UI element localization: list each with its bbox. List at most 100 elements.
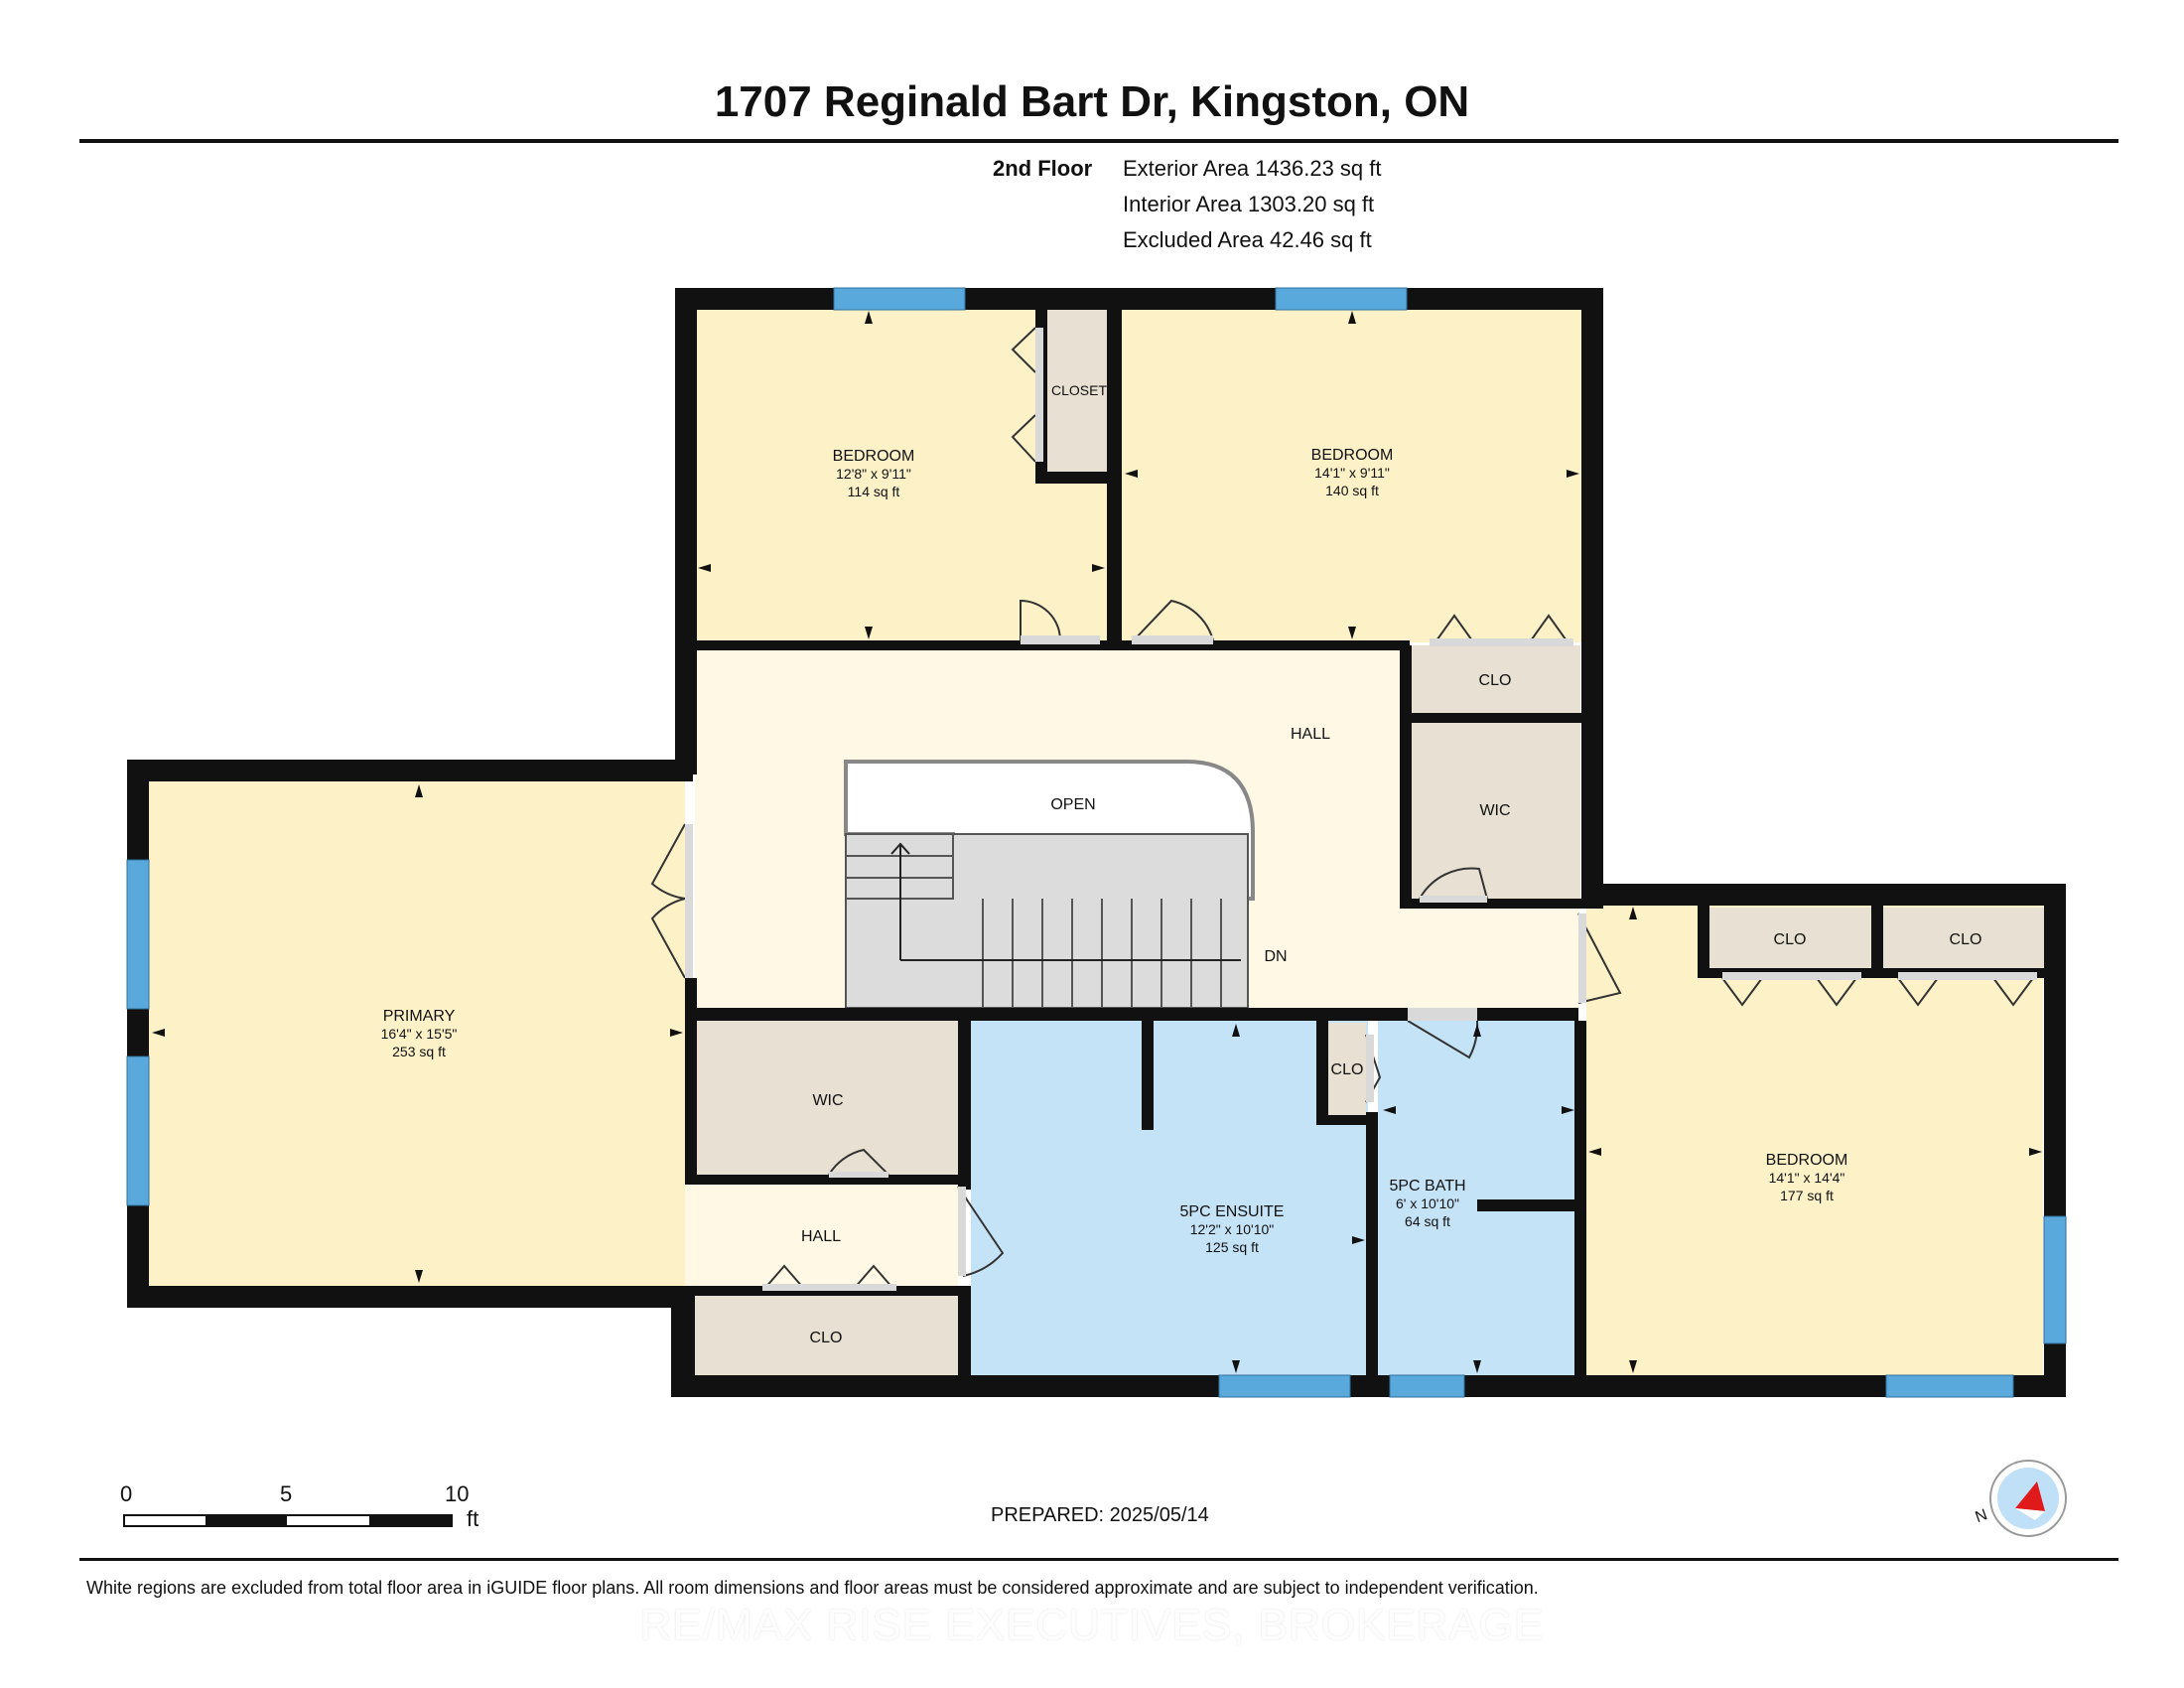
ensuite-name: 5PC ENSUITE (1180, 1203, 1285, 1220)
wall-ensuite-stub (1142, 1021, 1154, 1130)
closet-fill (1047, 308, 1112, 472)
door-clo-right-4 (1992, 977, 2034, 1007)
wall-primary-right (685, 978, 697, 1177)
window-bedroom-b (1275, 287, 1408, 311)
primary-size: 16'4" x 15'5" (381, 1026, 458, 1042)
dimension-markers (152, 311, 2042, 1373)
window-bath (1389, 1374, 1465, 1398)
clo-bottom-fill (695, 1296, 958, 1375)
door-bedroom-c (1577, 913, 1622, 1004)
door-clo-right-3 (1897, 977, 1939, 1007)
bedroom-b-area: 140 sq ft (1325, 483, 1379, 498)
interior-area: Interior Area 1303.20 sq ft (1123, 192, 1375, 216)
wall-bottom (671, 1375, 2066, 1397)
wall-bedrooms-bottom (695, 640, 1410, 650)
wall-bath-right (1574, 1021, 1586, 1378)
bedroom-c-size: 14'1" x 14'4" (1769, 1170, 1845, 1186)
door-clo-bottom-2 (853, 1264, 894, 1290)
room-fills (149, 308, 2047, 1375)
doors (650, 327, 2034, 1290)
door-wic-hall (1419, 867, 1488, 900)
bedroom-a-size: 12'8" x 9'11" (836, 466, 911, 482)
scale-label-5: 5 (280, 1481, 293, 1506)
wall-clo-hall-mid (1400, 713, 1593, 723)
ensuite-fill (971, 1021, 1368, 1375)
compass-north-label: N (1974, 1506, 1990, 1526)
wall-primary-bottom (127, 1286, 695, 1308)
dn-label: DN (1264, 948, 1287, 965)
clo-ensuite-name: CLO (1331, 1061, 1364, 1078)
open-name: OPEN (1050, 796, 1095, 813)
wall-hall-bottom (685, 1008, 1578, 1021)
clo-ensuite-fill (1328, 1023, 1366, 1117)
bedroom-c-area: 177 sq ft (1780, 1188, 1834, 1203)
page-title: 1707 Reginald Bart Dr, Kingston, ON (714, 77, 1470, 126)
wic-primary-fill (695, 1021, 958, 1175)
bedroom-b-size: 14'1" x 9'11" (1314, 465, 1390, 481)
title-divider (79, 139, 2118, 143)
door-wic-primary (828, 1148, 889, 1176)
clo-hall-name: CLO (1479, 672, 1512, 689)
scale-bar (123, 1514, 453, 1527)
clo-right1-fill (1707, 908, 1871, 972)
prepared-date: PREPARED: 2025/05/14 (991, 1504, 1209, 1526)
door-clo-right-1 (1721, 977, 1763, 1007)
wall-ensuite-left (958, 1021, 971, 1190)
brokerage-watermark: RE/MAX RISE EXECUTIVES, BROKERAGE (639, 1601, 1545, 1649)
primary-name: PRIMARY (383, 1008, 456, 1025)
wall-wic-primary-bottom (685, 1175, 958, 1185)
wic-primary-name: WIC (812, 1092, 843, 1109)
door-bedroom-a (1020, 599, 1061, 642)
wall-right-top (1581, 884, 2066, 906)
hall-small-name: HALL (801, 1228, 841, 1245)
excluded-area: Excluded Area 42.46 sq ft (1123, 227, 1372, 252)
wall-primary-top (127, 760, 693, 781)
bath-size: 6' x 10'10" (1396, 1196, 1459, 1211)
clo-hall-fill (1410, 645, 1580, 713)
scale-label-10: 10 (445, 1481, 470, 1506)
footer-divider (79, 1558, 2118, 1561)
wall-primary-left (127, 760, 149, 1308)
bath-fill (1378, 1021, 1576, 1375)
door-bedroom-b (1131, 599, 1214, 643)
disclaimer: White regions are excluded from total fl… (86, 1578, 1539, 1598)
clo-bottom-name: CLO (810, 1330, 843, 1346)
door-clo-bottom-1 (763, 1264, 805, 1290)
wall-clo-right-divider (1871, 899, 1883, 978)
bedroom-b-fill (1122, 308, 1583, 642)
primary-fill (149, 781, 685, 1286)
clo-right2-fill (1883, 908, 2047, 972)
wall-ensuite-bath (1366, 1112, 1378, 1380)
wic-hall-fill (1410, 723, 1580, 902)
exterior-area: Exterior Area 1436.23 sq ft (1123, 156, 1382, 181)
wall-top (675, 288, 1603, 310)
wall-clo-bottom-right (958, 1296, 971, 1380)
door-primary-upper (650, 823, 686, 900)
window-ensuite (1218, 1374, 1351, 1398)
door-closet-lower (1011, 414, 1036, 463)
ensuite-area: 125 sq ft (1205, 1239, 1259, 1255)
hall-extension-fill (1400, 904, 1578, 1008)
window-primary-lower (126, 1055, 150, 1206)
primary-area: 253 sq ft (392, 1044, 446, 1059)
windows (126, 287, 2067, 1398)
wic-hall-name: WIC (1479, 802, 1510, 819)
door-primary-lower (650, 898, 686, 979)
door-openings (685, 328, 2037, 1291)
door-closet-upper (1011, 327, 1036, 373)
bath-name: 5PC BATH (1389, 1178, 1465, 1195)
closet-name: CLOSET (1051, 382, 1107, 398)
wall-clo-right-left (1698, 899, 1709, 978)
wall-clo-hall-left (1400, 645, 1412, 904)
clo-right1-name: CLO (1774, 931, 1807, 948)
bedroom-a-name: BEDROOM (833, 448, 915, 465)
wall-wic-hall-bottom (1400, 899, 1593, 909)
stair-treads (846, 842, 1241, 1008)
window-bedroom-a (833, 287, 966, 311)
wall-upper-right (1581, 288, 1603, 909)
door-clo-hall-2 (1528, 614, 1570, 644)
ensuite-size: 12'2" x 10'10" (1190, 1221, 1275, 1237)
scale-label-0: 0 (120, 1481, 133, 1506)
clo-right2-name: CLO (1950, 931, 1982, 948)
